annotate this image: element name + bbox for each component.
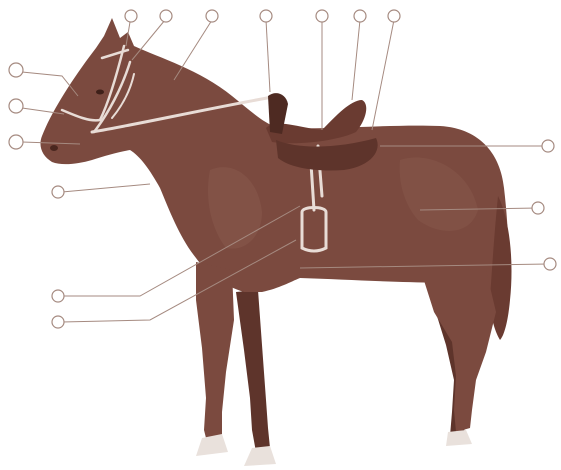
callout-marker-c4 [260,10,272,22]
callout-marker-c10 [9,99,23,113]
callout-marker-c15 [532,202,544,214]
callout-marker-c8 [542,140,554,152]
leader-c3 [174,20,212,80]
near-hindleg [420,268,496,432]
callout-marker-c13 [52,290,64,302]
callout-marker-c12 [52,186,64,198]
nostril [50,145,58,151]
leader-c6 [352,20,360,100]
callout-marker-c16 [544,258,556,270]
callout-marker-c2 [160,10,172,22]
callout-marker-c3 [206,10,218,22]
callout-marker-c14 [52,316,64,328]
callout-marker-c1 [125,10,137,22]
eye [96,90,104,95]
callout-marker-c7 [388,10,400,22]
horse-illustration [40,18,511,466]
far-foreleg [236,290,270,452]
hoof-near-fore [196,434,228,456]
near-foreleg [196,262,234,446]
hoof-far-hind [446,430,472,446]
callout-marker-c5 [316,10,328,22]
callout-marker-c11 [9,135,23,149]
leader-c4 [266,20,270,92]
leader-c12 [62,184,150,192]
leader-c7 [372,20,394,130]
hoof-far-fore [244,446,276,466]
callout-marker-c9 [9,63,23,77]
callout-marker-c6 [354,10,366,22]
